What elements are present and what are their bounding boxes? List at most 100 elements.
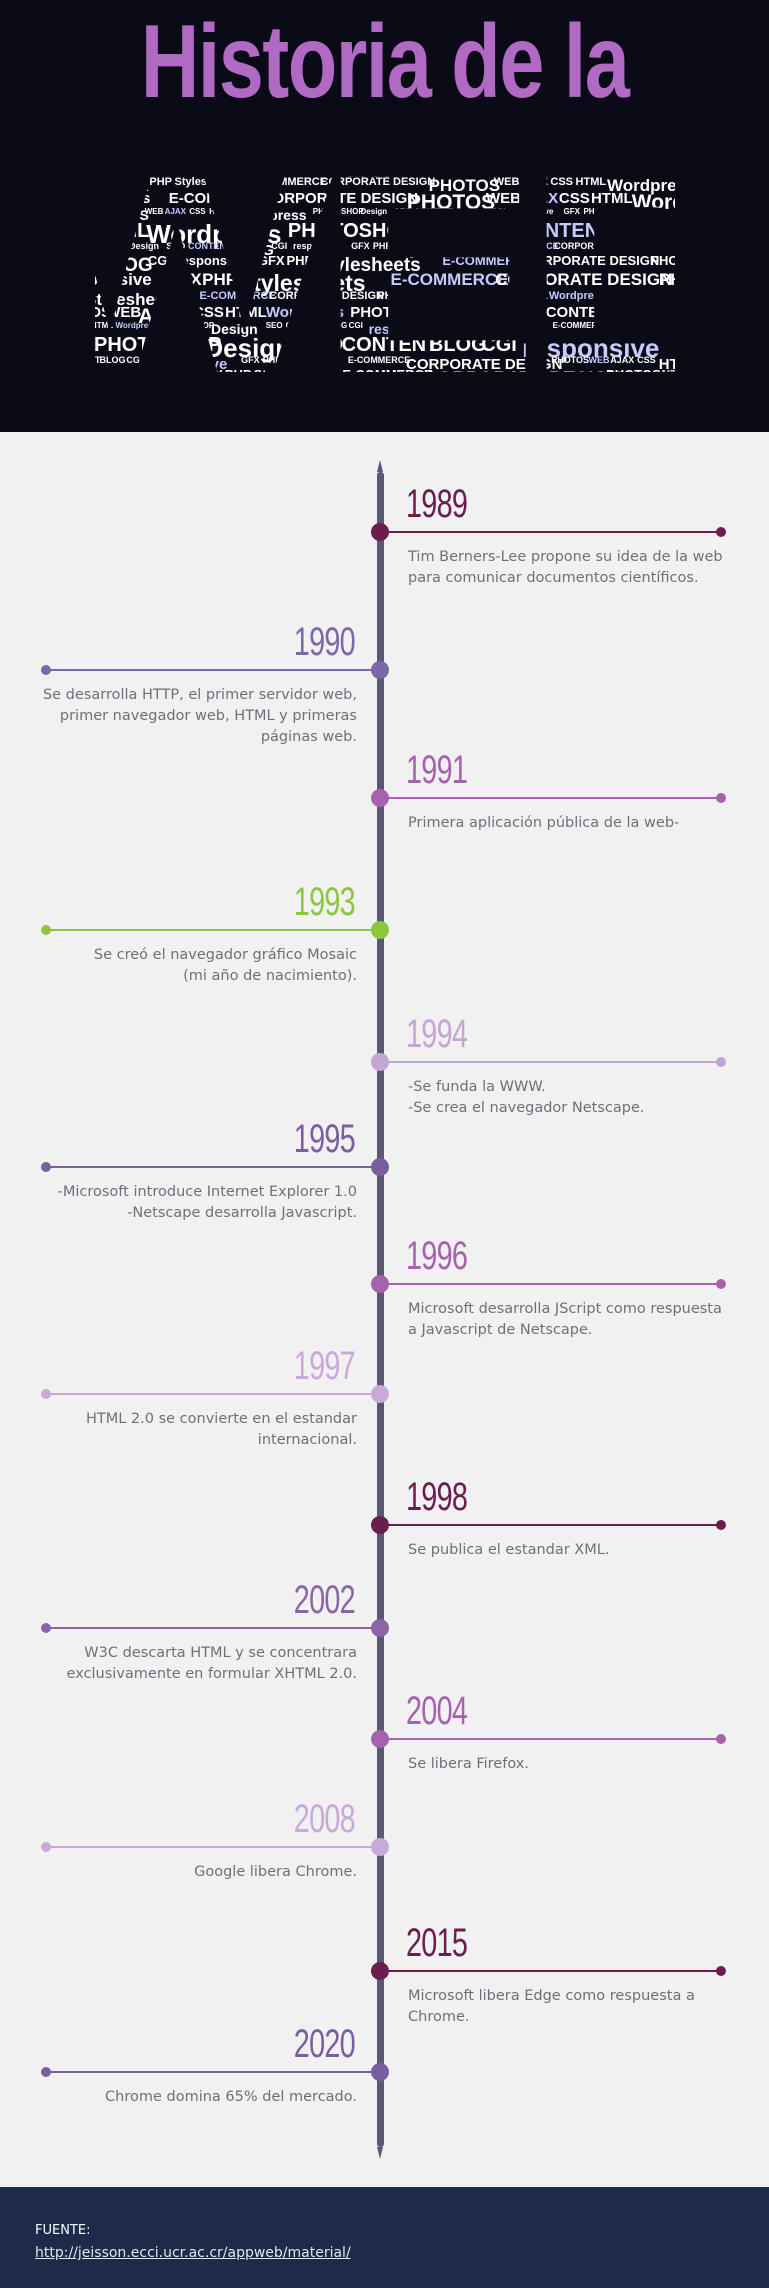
- cloud-word: PHOTOS: [95, 207, 149, 223]
- cloud-word: GFX: [351, 241, 370, 251]
- event-connector-line: [382, 1524, 722, 1526]
- cloud-word: PHOTOS: [606, 367, 661, 382]
- cloud-word: HTML: [209, 207, 231, 216]
- cloud-word: Stylesheets: [603, 207, 675, 223]
- cloud-word: BLOG: [613, 304, 656, 321]
- cloud-word: CORPORATE DESIGN: [524, 253, 660, 268]
- event-end-dot: [41, 1389, 51, 1399]
- cloud-word: Stylesheets: [315, 255, 421, 276]
- cloud-word: CONTENT: [95, 253, 102, 268]
- cloud-word: CSS: [95, 128, 126, 145]
- cloud-word: CORPORATE DESIGN: [321, 176, 436, 188]
- cloud-word: BLOG: [281, 139, 319, 154]
- cloud-word: CSS: [189, 207, 206, 216]
- event-year: 2008: [293, 1797, 356, 1841]
- cloud-word: PHOTOS: [650, 253, 675, 268]
- cloud-word: CONTENT: [95, 355, 101, 365]
- event-year: 1998: [406, 1475, 468, 1519]
- cloud-word: CONTENT: [342, 334, 439, 356]
- cloud-word: Design: [129, 241, 159, 251]
- event-description: -Se funda la WWW. -Se crea el navegador …: [408, 1079, 645, 1116]
- cloud-word: CORPORATE DESIGN: [554, 241, 648, 251]
- timeline-axis-bottom-cap: [377, 2147, 383, 2159]
- cloud-word: PHOTOSHOP: [163, 321, 215, 330]
- cloud-word: BLOG: [453, 207, 494, 223]
- cloud-word: SEO: [474, 220, 516, 242]
- cloud-word: E-COMMERCE: [538, 156, 656, 175]
- cloud-word: PHP: [225, 367, 252, 382]
- cloud-word: GFX: [114, 176, 150, 195]
- cloud-word: CORPORATE DESIGN: [424, 369, 622, 382]
- cloud-word: CORPORATE DESIGN: [269, 290, 384, 302]
- event-year: 2020: [293, 2022, 356, 2066]
- event-year: 1993: [293, 880, 356, 924]
- event-year: 1997: [293, 1344, 356, 1388]
- cloud-word: Stylesheets: [238, 270, 366, 296]
- event-node: [371, 661, 389, 679]
- cloud-word: CSS: [559, 190, 590, 207]
- cloud-word: Stylesheets: [253, 367, 325, 382]
- cloud-word: CONTENT: [286, 321, 325, 330]
- event-description: Se publica el estandar XML.: [408, 1542, 610, 1558]
- event-connector-line: [46, 1166, 382, 1168]
- cloud-word: AJAX: [518, 190, 558, 207]
- cloud-word: GFX: [258, 253, 285, 268]
- event-description: Tim Berners-Lee propone su idea de la we…: [408, 549, 723, 586]
- cloud-word: Stylesheets: [423, 156, 518, 175]
- cloud-word: PHP: [466, 139, 493, 154]
- cloud-word: Wordpress: [549, 290, 606, 302]
- event-year: 1991: [406, 748, 468, 792]
- cloud-word: BLOG: [602, 219, 675, 249]
- cloud-word: CSS: [637, 355, 656, 365]
- cloud-word: GFX: [564, 207, 581, 216]
- cloud-word: CGI: [317, 139, 340, 154]
- timeline-axis-top-cap: [377, 460, 383, 472]
- cloud-word: PHP: [287, 253, 314, 268]
- event-connector-line: [382, 1061, 722, 1063]
- event-description: Se libera Firefox.: [408, 1756, 529, 1772]
- event-connector-line: [46, 1393, 382, 1395]
- event-description: Se creó el navegador gráfico Mosaic (mi …: [93, 947, 357, 984]
- cloud-word: BLOG: [231, 242, 274, 259]
- cloud-word: CSS: [550, 176, 573, 188]
- cloud-word: CORPORATE DESIGN: [262, 190, 418, 207]
- event-end-dot: [41, 1162, 51, 1172]
- event-year: 1996: [406, 1234, 468, 1278]
- source-link[interactable]: http://jeisson.ecci.ucr.ac.cr/appweb/mat…: [35, 2245, 351, 2261]
- cloud-word: PHOTOSHOP: [95, 241, 133, 251]
- cloud-word: HTML: [517, 290, 548, 302]
- event-end-dot: [716, 527, 726, 537]
- cloud-word: BLOG: [156, 156, 205, 175]
- cloud-word: CONTENT: [188, 241, 232, 251]
- cloud-word: Design: [361, 207, 388, 216]
- cloud-word: Stylesheets: [532, 127, 582, 137]
- cloud-word: GFX: [427, 141, 466, 162]
- cloud-word: GFX: [241, 355, 260, 365]
- event-node: [371, 1516, 389, 1534]
- cloud-word: Design: [132, 139, 175, 154]
- cloud-word: Design: [204, 333, 291, 363]
- event-connector-line: [382, 797, 722, 799]
- cloud-word: CORPORATE DESIGN: [495, 270, 672, 289]
- cloud-word: Wordpress: [146, 219, 281, 249]
- cloud-word: Stylesheets: [394, 242, 477, 259]
- event-node: [371, 1385, 389, 1403]
- cloud-word: responsive: [369, 321, 443, 337]
- cloud-word: PHOTOSHOP: [207, 127, 264, 137]
- cloud-word: Wordpress: [266, 304, 344, 321]
- event-description: -Microsoft introduce Internet Explorer 1…: [57, 1184, 357, 1221]
- cloud-word: GFX: [196, 367, 223, 382]
- cloud-word: E-COMMERCE: [553, 321, 609, 330]
- cloud-word: WEB: [106, 304, 141, 321]
- cloud-word: SEO: [183, 141, 223, 162]
- cloud-word: WEB: [486, 190, 521, 207]
- cloud-word: CONTENT: [329, 127, 373, 137]
- cloud-word: PHP: [202, 270, 237, 289]
- cloud-word: WEB: [422, 290, 448, 302]
- cloud-word: CGI: [201, 156, 231, 175]
- cloud-word: PHP: [263, 355, 282, 365]
- cloud-word: E-COMMERCE: [342, 367, 433, 382]
- cloud-word: E-COMMERCE: [169, 190, 273, 207]
- cloud-word: SEO: [297, 128, 329, 145]
- event-node: [371, 1838, 389, 1856]
